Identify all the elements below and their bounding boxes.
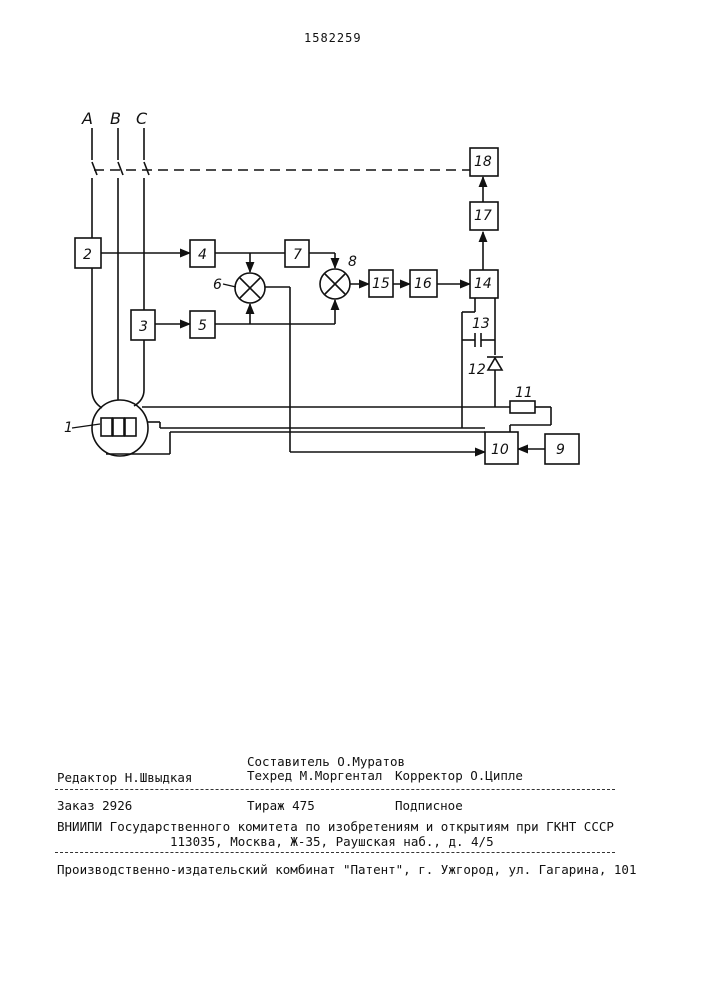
- label-8: 8: [348, 254, 357, 270]
- circulation-text: Тираж 475: [247, 798, 315, 813]
- label-6: 6: [213, 277, 222, 293]
- label-17: 17: [474, 208, 492, 224]
- label-7: 7: [293, 247, 302, 263]
- label-11: 11: [515, 385, 533, 401]
- footer-rule-2: [55, 852, 615, 853]
- label-18: 18: [474, 154, 492, 170]
- phase-label-a: A: [81, 109, 93, 128]
- address-text: 113035, Москва, Ж-35, Раушская наб., д. …: [170, 834, 494, 849]
- patent-number: 1582259: [304, 31, 362, 45]
- corrector-text: Корректор О.Ципле: [395, 768, 523, 783]
- label-3: 3: [139, 319, 148, 335]
- techred-text: Техред М.Моргентал: [247, 768, 382, 783]
- subscription-text: Подписное: [395, 798, 463, 813]
- label-5: 5: [198, 318, 207, 334]
- phase-label-b: B: [110, 109, 121, 128]
- footer-rule-1: [55, 789, 615, 790]
- phase-label-c: C: [136, 109, 148, 128]
- order-text: Заказ 2926: [57, 798, 132, 813]
- label-14: 14: [474, 276, 492, 292]
- label-4: 4: [198, 247, 207, 263]
- publisher-text: Производственно-издательский комбинат "П…: [57, 862, 636, 877]
- label-13: 13: [472, 316, 490, 332]
- label-1: 1: [64, 420, 73, 436]
- label-16: 16: [414, 276, 432, 292]
- label-10: 10: [491, 442, 509, 458]
- label-9: 9: [556, 442, 565, 458]
- label-12: 12: [468, 362, 486, 378]
- editor-text: Редактор Н.Швыдкая: [57, 770, 192, 785]
- label-2: 2: [83, 247, 92, 263]
- label-15: 15: [372, 276, 390, 292]
- compiler-text: Составитель О.Муратов: [247, 754, 405, 769]
- org-text: ВНИИПИ Государственного комитета по изоб…: [57, 819, 614, 834]
